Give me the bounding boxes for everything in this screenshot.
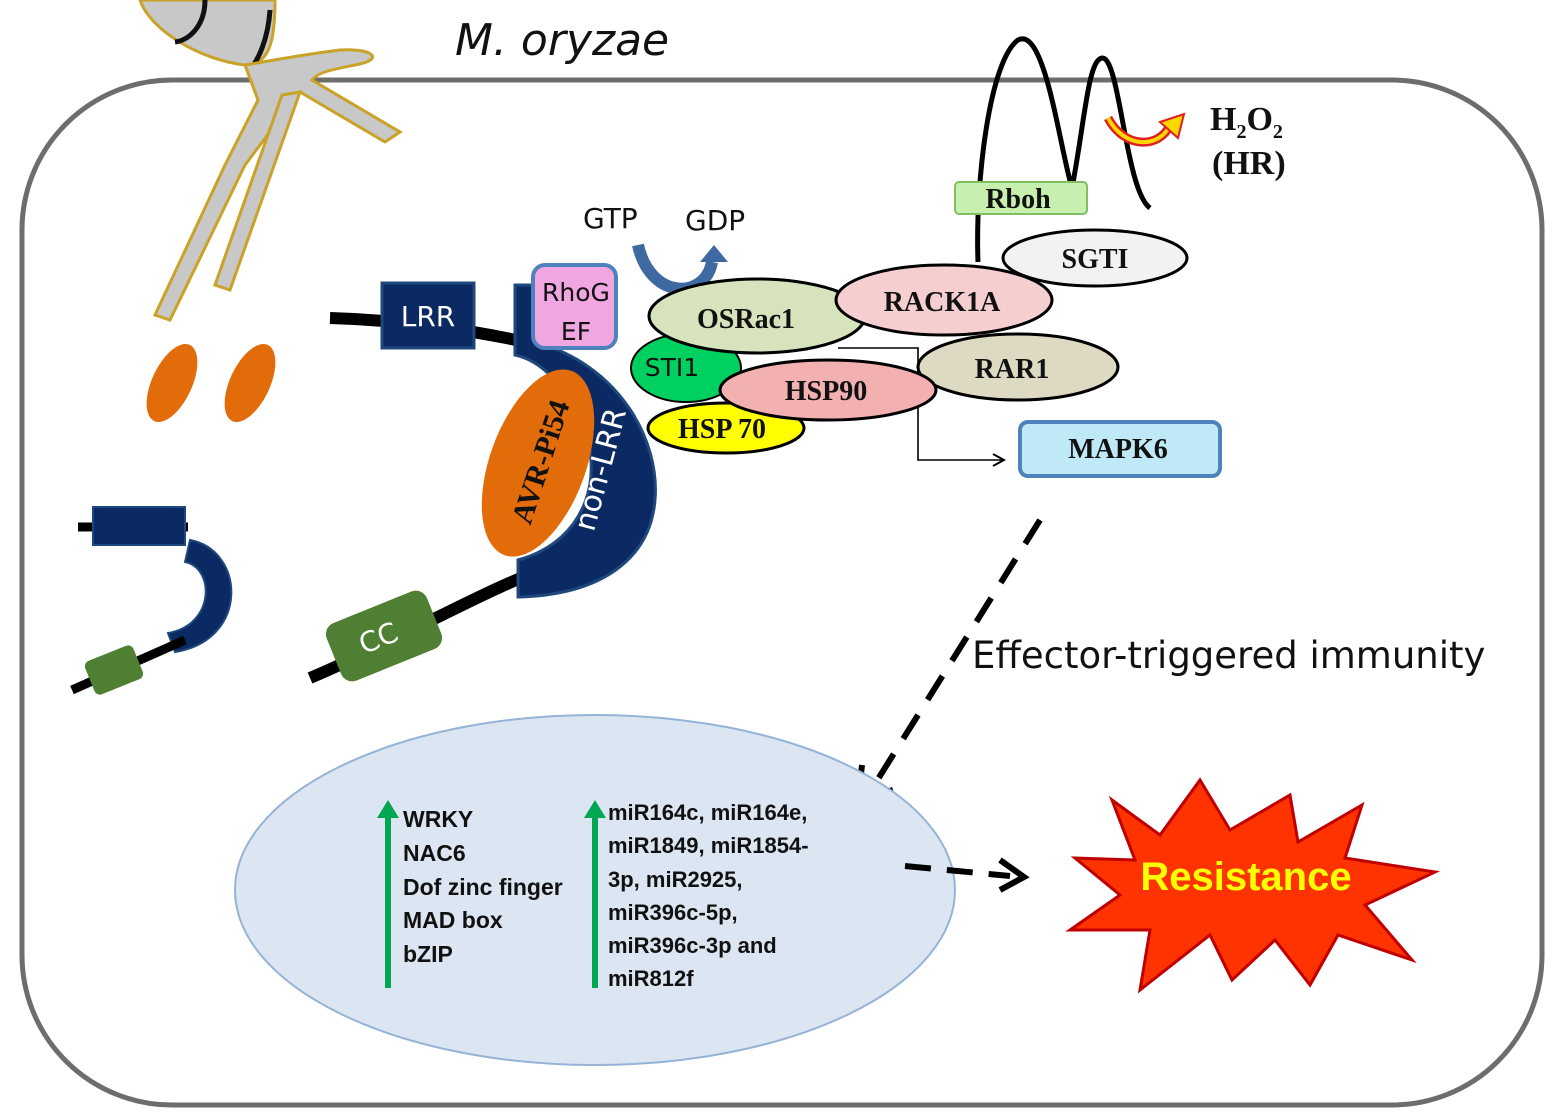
tf-item: WRKY	[403, 806, 473, 832]
pathogen-label: M. oryzae	[455, 15, 669, 66]
hsp90-protein	[718, 358, 938, 422]
eti-dashed-arrow	[865, 518, 1043, 797]
gtp-label: GTP	[583, 202, 638, 235]
mirna-line: miR396c-3p and	[608, 933, 777, 958]
rboh-protein	[954, 181, 1088, 215]
rack1a-protein	[834, 263, 1054, 337]
gtp-exchange-arrow-icon	[632, 243, 728, 295]
resistance-dashed-arrow	[904, 863, 1011, 879]
resistance-arrowhead-icon	[998, 857, 1030, 893]
upregulation-arrow-icon	[377, 800, 399, 988]
effector-droplet	[146, 344, 198, 422]
sti1-label: STI1	[645, 353, 699, 382]
rar1-protein	[916, 332, 1120, 402]
mirna-line: miR396c-5p,	[608, 900, 738, 925]
rar1-label: RAR1	[975, 354, 1050, 385]
mirna-line: miR812f	[608, 966, 694, 991]
tf-item: Dof zinc finger	[403, 874, 563, 900]
mirna-line: miR1849, miR1854-	[608, 833, 809, 858]
cc-domain	[325, 590, 443, 682]
transcription-factor-list: WRKY NAC6 Dof zinc finger MAD box bZIP	[403, 806, 563, 967]
hsp70-label: HSP 70	[678, 414, 766, 445]
gdp-label: GDP	[685, 204, 745, 237]
tf-item: MAD box	[403, 907, 503, 933]
resistance-label: Resistance	[1140, 855, 1351, 899]
sgti-label: SGTI	[1062, 244, 1129, 275]
lrr-domain	[380, 281, 476, 350]
fungal-hypha-icon	[138, 0, 403, 322]
tf-item: bZIP	[403, 941, 453, 967]
rack1a-label: RACK1A	[884, 287, 1001, 318]
rboh-transmembrane-loops	[975, 36, 1152, 263]
rhogef-protein	[531, 263, 618, 350]
osrac1-label: OSRac1	[697, 304, 795, 335]
h2o2-label: H2O2	[1210, 101, 1283, 143]
sgti-protein	[1001, 228, 1189, 288]
inactive-receptor	[70, 506, 233, 695]
hsp90-label: HSP90	[785, 376, 867, 407]
rboh-label: Rboh	[985, 184, 1051, 215]
tf-item: NAC6	[403, 840, 466, 866]
eti-label: Effector-triggered immunity	[972, 634, 1485, 677]
effector-droplet	[224, 344, 276, 422]
resistance-burst	[1065, 777, 1441, 994]
lrr-label: LRR	[401, 300, 456, 333]
mirna-line: miR164c, miR164e,	[608, 800, 807, 825]
mapk6-label: MAPK6	[1068, 434, 1168, 465]
mapk6-protein	[1018, 420, 1222, 478]
mirna-list: miR164c, miR164e, miR1849, miR1854- 3p, …	[608, 800, 809, 991]
hr-label: (HR)	[1212, 145, 1286, 182]
rhogef-label-line2: EF	[561, 317, 591, 346]
avr-pi54-effector	[481, 369, 595, 557]
rhogef-label-line1: RhoG	[542, 278, 610, 307]
ros-release-arrow-icon	[1104, 112, 1186, 147]
upregulation-arrow-icon	[584, 800, 606, 988]
mirna-line: 3p, miR2925,	[608, 867, 743, 892]
